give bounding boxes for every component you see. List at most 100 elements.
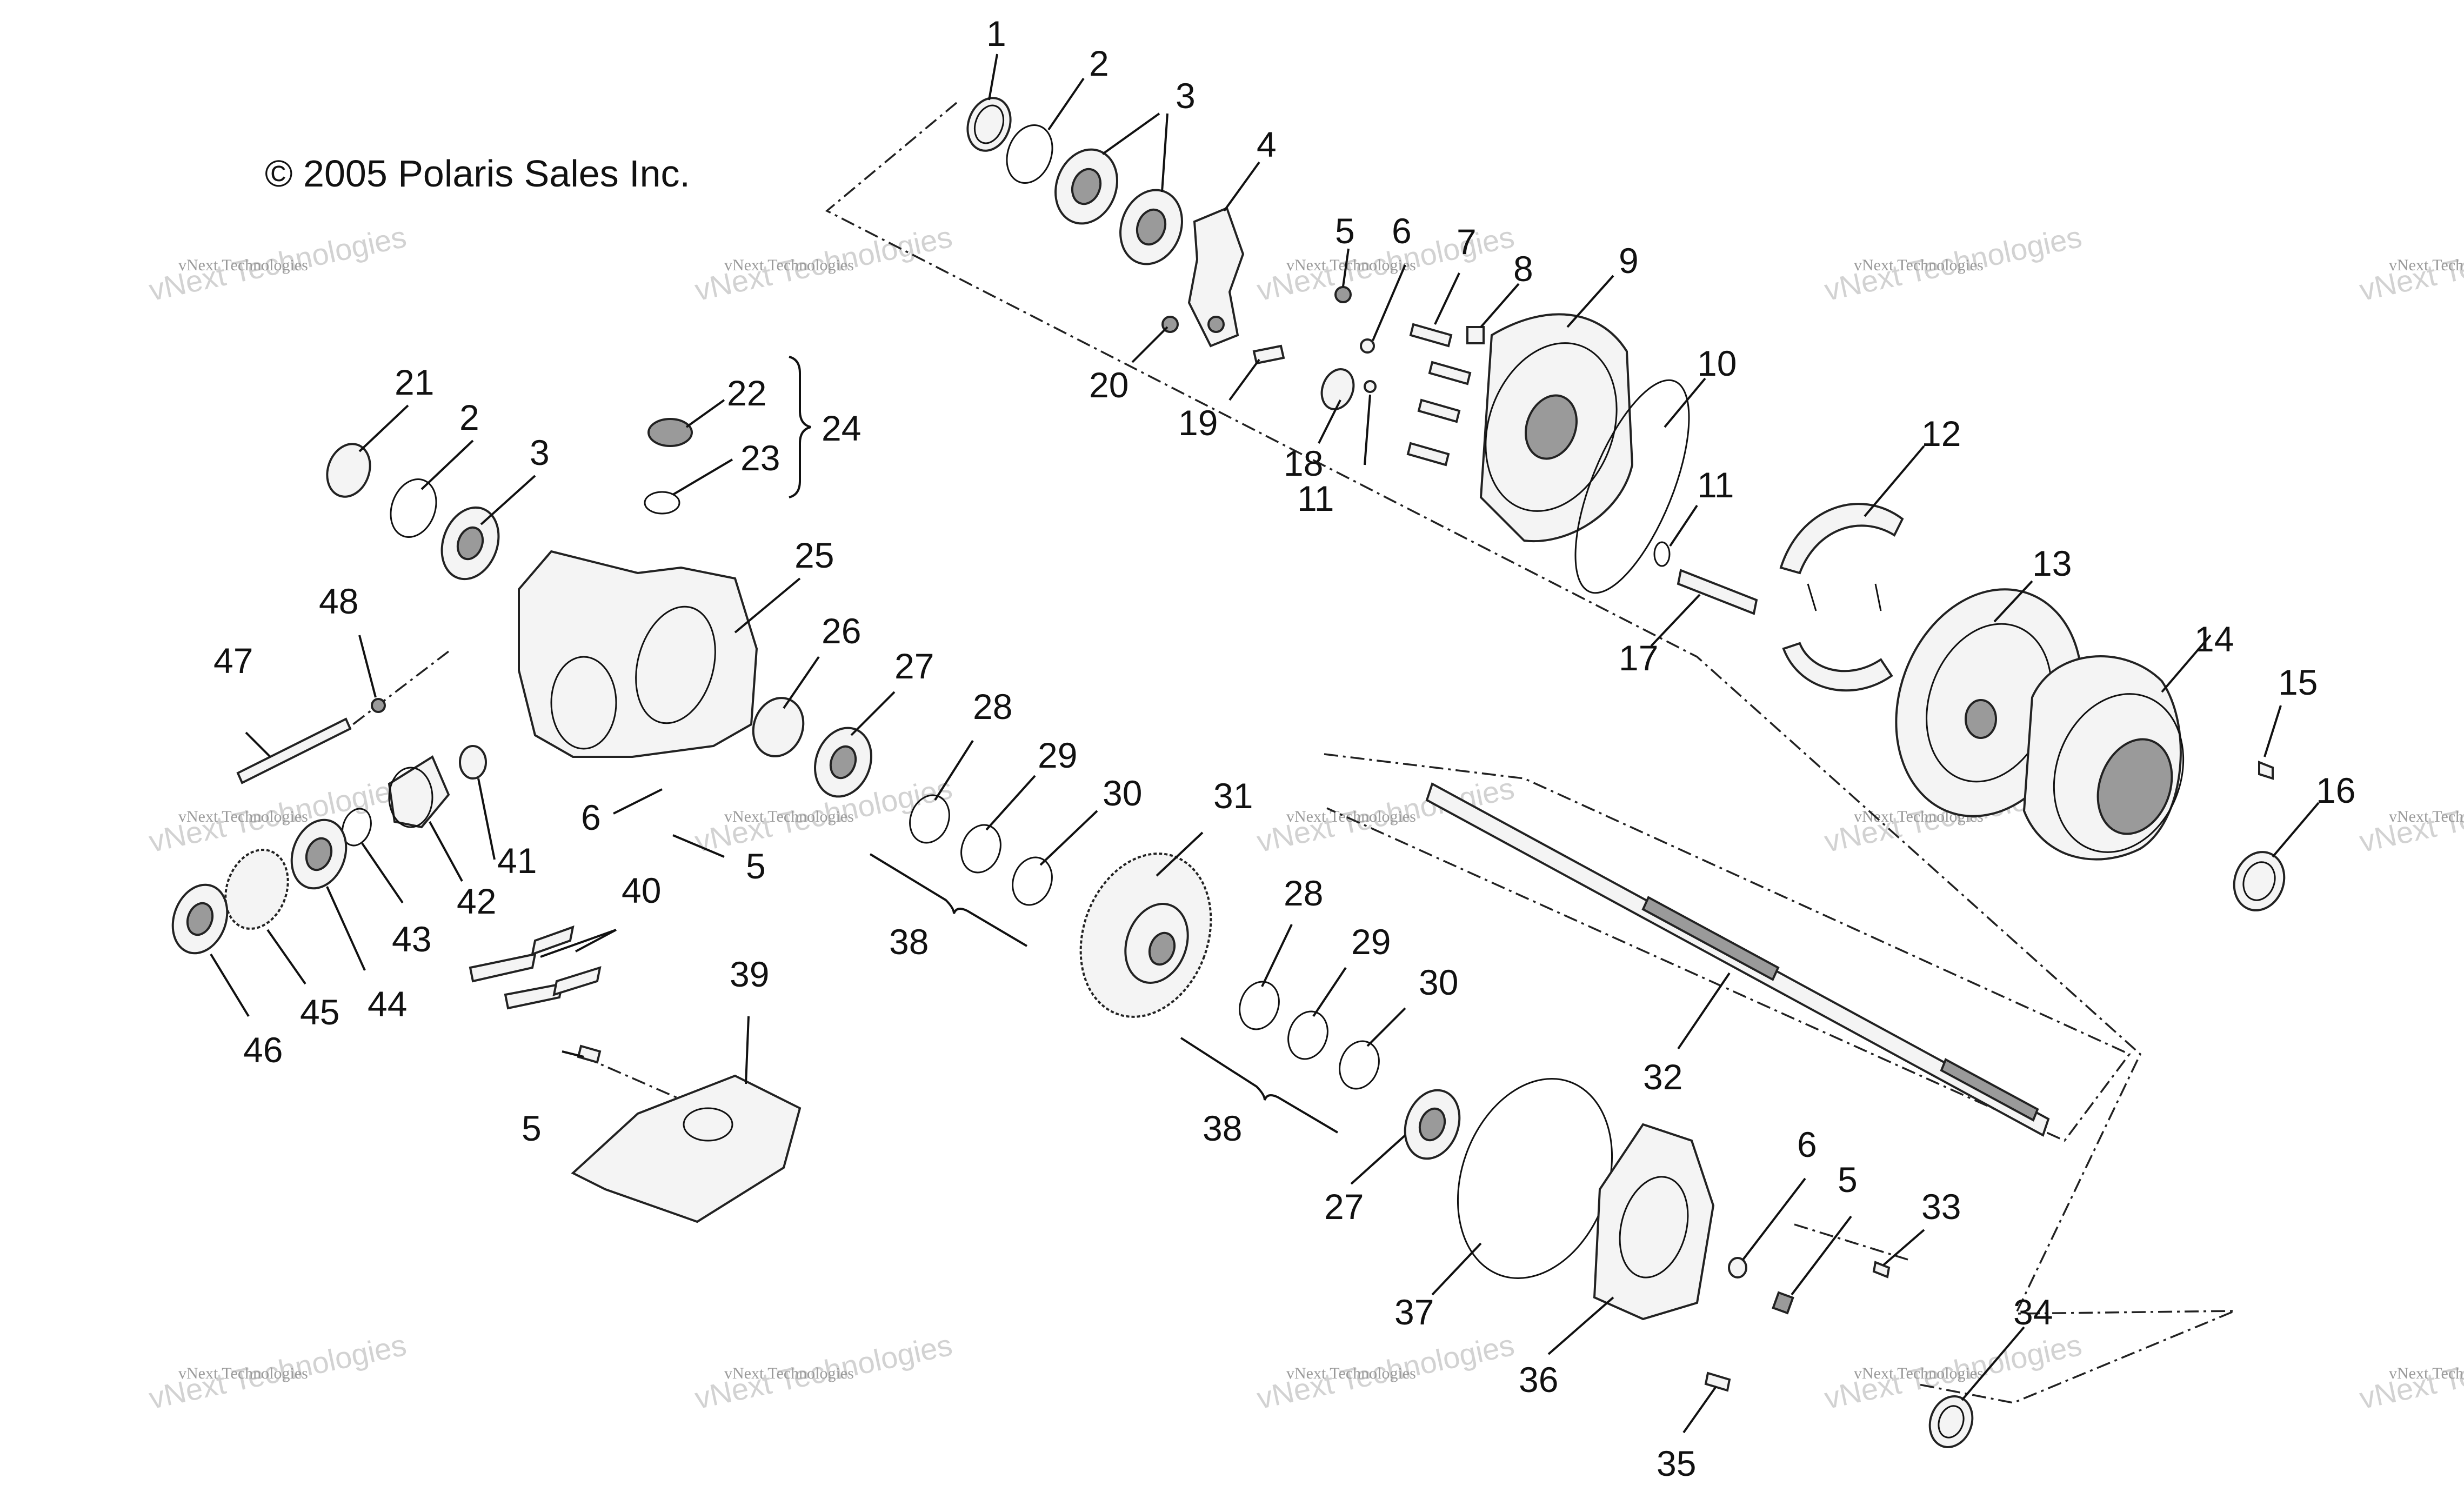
callout-28b: 28 bbox=[1284, 873, 1323, 913]
callout-37: 37 bbox=[1394, 1292, 1434, 1332]
callout-26: 26 bbox=[822, 611, 861, 651]
callout-labels: 1 2 3 4 5 6 7 8 9 10 11 2 3 12 13 14 15 … bbox=[213, 14, 2355, 1483]
callout-27b: 27 bbox=[1324, 1187, 1364, 1227]
callout-27: 27 bbox=[894, 646, 934, 686]
callout-29b: 29 bbox=[1351, 922, 1391, 962]
callout-6c: 6 bbox=[1797, 1124, 1817, 1164]
callout-6: 6 bbox=[1392, 211, 1412, 251]
callout-13: 13 bbox=[2032, 543, 2072, 583]
callout-38a: 38 bbox=[889, 922, 929, 962]
callout-44: 44 bbox=[368, 984, 407, 1024]
watermark-text-9: vNext Technologies bbox=[2389, 808, 2464, 825]
watermark-text-11: vNext Technologies bbox=[724, 1364, 854, 1382]
part-fill-plug-22-23 bbox=[644, 418, 693, 515]
bracket-38-upper bbox=[869, 853, 1028, 947]
watermark-text-1: vNext Technologies bbox=[724, 256, 854, 274]
callout-28a: 28 bbox=[973, 687, 1012, 727]
callout-23: 23 bbox=[740, 438, 780, 478]
callout-40: 40 bbox=[622, 870, 661, 910]
callout-5c: 5 bbox=[1838, 1160, 1858, 1200]
callout-38b: 38 bbox=[1203, 1108, 1242, 1148]
callout-21: 21 bbox=[395, 362, 434, 402]
watermark-text-5: vNext Technologies bbox=[178, 808, 308, 825]
part-seal-34 bbox=[1928, 1395, 1974, 1448]
callout-30a: 30 bbox=[1103, 773, 1142, 813]
callout-30b: 30 bbox=[1419, 962, 1458, 1002]
part-brake-backing-plate-9 bbox=[1479, 313, 1634, 543]
callout-42: 42 bbox=[457, 881, 496, 921]
part-bolt-15 bbox=[2258, 761, 2274, 780]
callout-5: 5 bbox=[1335, 211, 1355, 251]
part-seal-16 bbox=[2233, 851, 2286, 911]
part-seal-27-lower bbox=[1404, 1089, 1461, 1160]
copyright-text: © 2005 Polaris Sales Inc. bbox=[265, 152, 690, 195]
callout-8: 8 bbox=[1513, 249, 1533, 289]
callout-16: 16 bbox=[2316, 770, 2355, 810]
watermark-text-6: vNext Technologies bbox=[724, 808, 854, 825]
callout-19: 19 bbox=[1178, 403, 1218, 443]
callout-2b: 2 bbox=[459, 397, 479, 437]
callout-10: 10 bbox=[1697, 343, 1737, 383]
callout-33: 33 bbox=[1921, 1187, 1961, 1227]
callout-3: 3 bbox=[1176, 76, 1196, 116]
part-bolt-5-skid bbox=[577, 1044, 602, 1064]
callout-12: 12 bbox=[1921, 414, 1961, 454]
callout-34: 34 bbox=[2013, 1292, 2053, 1332]
callout-39: 39 bbox=[730, 954, 769, 994]
bracket-38-lower bbox=[1180, 1037, 1339, 1134]
part-drum-cover-14 bbox=[2022, 655, 2185, 861]
part-cover-36 bbox=[1593, 1123, 1715, 1321]
callout-7: 7 bbox=[1457, 222, 1477, 262]
callout-24: 24 bbox=[822, 408, 861, 448]
watermark-text-4: vNext Technologies bbox=[2389, 256, 2464, 274]
watermark-text-12: vNext Technologies bbox=[1286, 1364, 1416, 1382]
part-snap-ring-1 bbox=[966, 97, 1012, 152]
watermark-text-3: vNext Technologies bbox=[1854, 256, 1984, 274]
watermark-text-13: vNext Technologies bbox=[1854, 1364, 1984, 1382]
watermark-text-14: vNext Technologies bbox=[2389, 1364, 2464, 1382]
watermark-text-2: vNext Technologies bbox=[1286, 256, 1416, 274]
callout-45: 45 bbox=[300, 992, 339, 1032]
watermark-text-10: vNext Technologies bbox=[178, 1364, 308, 1382]
part-seals-26-27 bbox=[752, 697, 872, 798]
callout-35: 35 bbox=[1657, 1443, 1696, 1483]
part-pinion-41-42 bbox=[388, 745, 487, 829]
part-o-ring-10 bbox=[1574, 379, 1690, 594]
part-shim-rings-28-30-lower bbox=[1239, 981, 1380, 1090]
part-axle-shaft-32 bbox=[1425, 782, 2050, 1137]
part-small-hardware-upper bbox=[1161, 286, 1485, 410]
callout-17: 17 bbox=[1619, 638, 1658, 678]
callout-9: 9 bbox=[1619, 241, 1639, 281]
part-brake-pins-7 bbox=[1406, 323, 1472, 467]
callout-11b: 11 bbox=[1297, 478, 1334, 518]
part-pin-47-48 bbox=[236, 698, 386, 784]
callout-15: 15 bbox=[2278, 662, 2318, 702]
bracket-24 bbox=[789, 356, 811, 498]
callout-43: 43 bbox=[392, 919, 431, 959]
part-brake-shoes-12 bbox=[1779, 503, 1904, 692]
callout-18: 18 bbox=[1284, 443, 1323, 483]
callout-41: 41 bbox=[497, 841, 537, 881]
callout-1: 1 bbox=[986, 14, 1006, 54]
part-small-hardware-lower bbox=[1704, 1257, 1891, 1392]
callout-25: 25 bbox=[794, 535, 834, 575]
part-retaining-ring-2 bbox=[1006, 124, 1053, 184]
callout-3b: 3 bbox=[530, 432, 550, 472]
part-rings-21-2-3-left bbox=[326, 443, 500, 581]
callout-22: 22 bbox=[727, 373, 766, 413]
part-bearings-43-46 bbox=[171, 808, 372, 955]
callout-11a: 11 bbox=[1697, 465, 1734, 505]
callout-2: 2 bbox=[1089, 43, 1109, 83]
callout-31: 31 bbox=[1213, 776, 1253, 816]
leader-lines bbox=[210, 54, 2320, 1434]
callout-14: 14 bbox=[2194, 619, 2234, 659]
part-cam-shaft-17 bbox=[1653, 541, 1758, 615]
watermark-text-7: vNext Technologies bbox=[1286, 808, 1416, 825]
callout-4: 4 bbox=[1257, 124, 1277, 164]
part-skid-plate-39 bbox=[571, 1074, 802, 1223]
callout-5b: 5 bbox=[746, 846, 766, 886]
part-gear-case-25 bbox=[518, 550, 758, 758]
callout-32: 32 bbox=[1643, 1057, 1682, 1097]
